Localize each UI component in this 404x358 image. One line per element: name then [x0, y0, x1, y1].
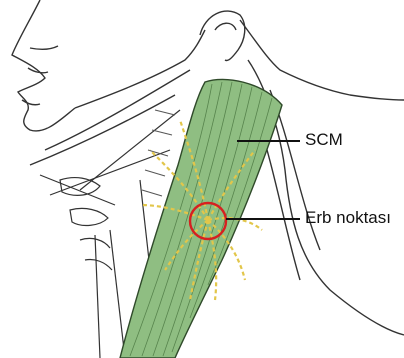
ear	[200, 11, 245, 60]
erb-point-label: Erb noktası	[305, 209, 391, 226]
neck-back-outline	[240, 20, 404, 335]
vertebrae	[142, 110, 175, 196]
scm-label: SCM	[305, 131, 343, 148]
head-outline	[12, 0, 205, 165]
